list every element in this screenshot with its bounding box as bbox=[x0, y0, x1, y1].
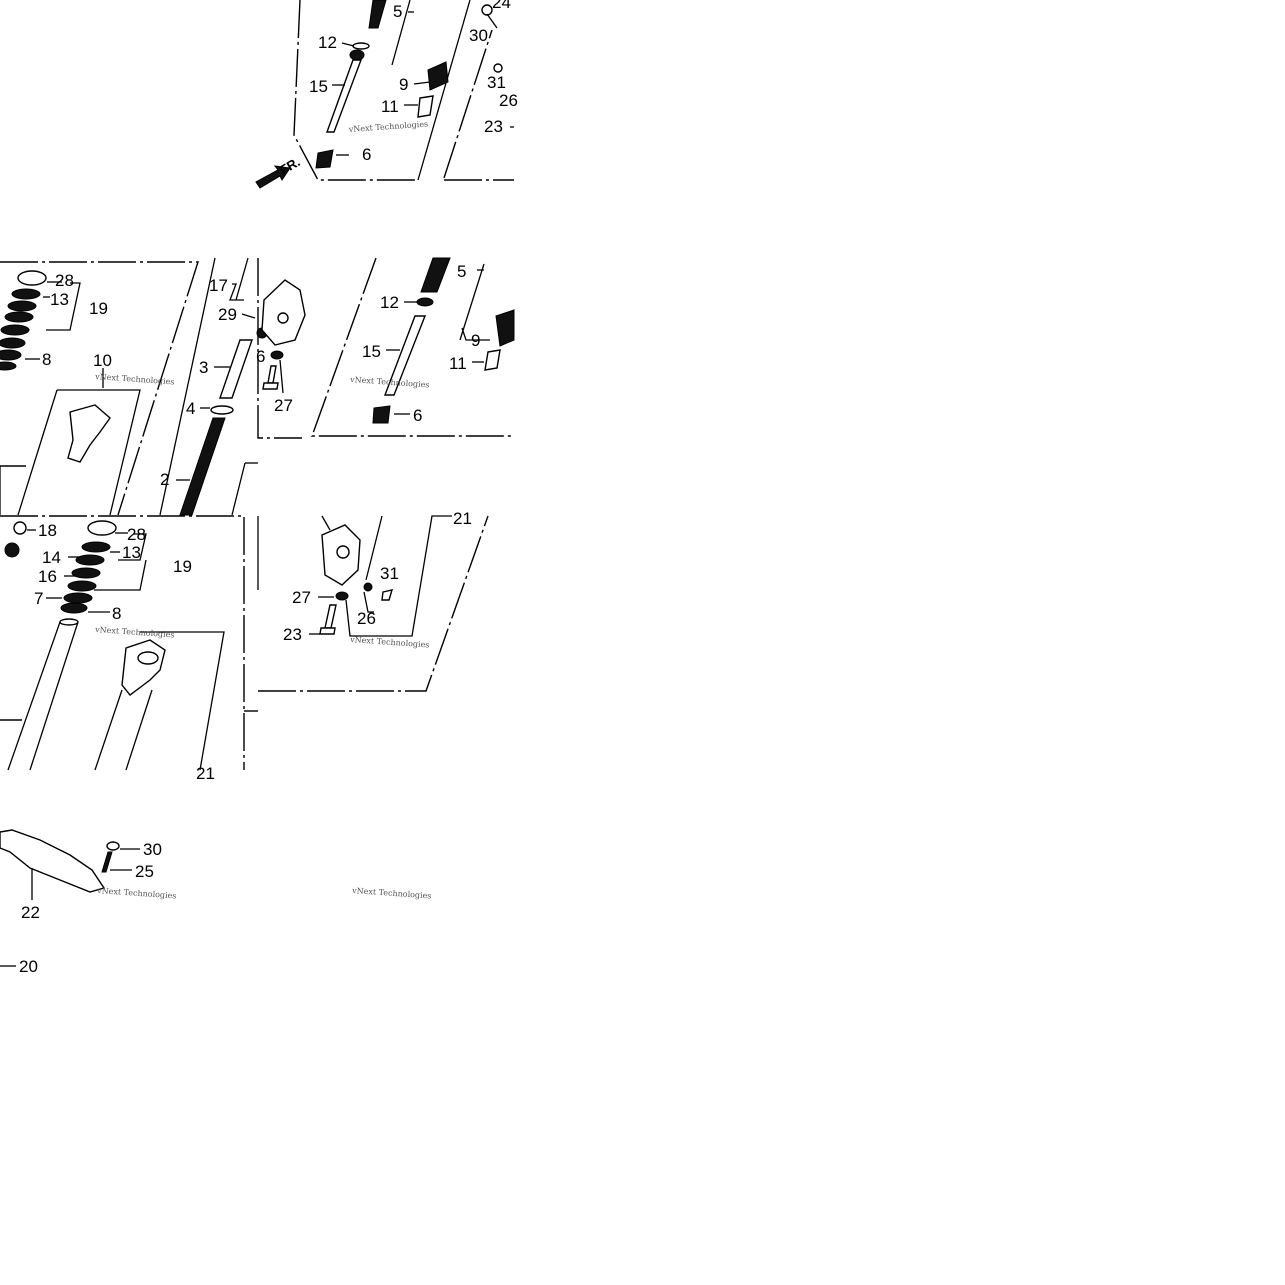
callout-5-middle: 5 bbox=[457, 262, 466, 281]
damper-piece-right bbox=[372, 405, 391, 424]
callout-6-middle: 6 bbox=[256, 347, 265, 366]
watermark: vNext Technologies bbox=[349, 635, 430, 650]
panel-bottom: 30 25 22 20 vNext Technologies vNext Tec… bbox=[0, 829, 432, 976]
callout-8: 8 bbox=[42, 350, 51, 369]
callout-23-lower: 23 bbox=[283, 625, 302, 644]
callout-18: 18 bbox=[38, 521, 57, 540]
seal-cluster bbox=[427, 61, 449, 91]
callout-23: 23 bbox=[484, 117, 503, 136]
front-direction-arrow: FR. bbox=[255, 154, 303, 189]
callout-30-bottom: 30 bbox=[143, 840, 162, 859]
panel-middle-right-border bbox=[311, 257, 514, 437]
callout-27-lower: 27 bbox=[292, 588, 311, 607]
spring-seat bbox=[352, 42, 370, 50]
callout-29: 29 bbox=[218, 305, 237, 324]
panel-middle: 28 13 19 8 10 17 29 3 6 27 4 2 5 12 15 9… bbox=[0, 257, 515, 516]
panel-lower-right-border bbox=[258, 515, 489, 692]
callout-11: 11 bbox=[381, 97, 399, 116]
callout-6-middle-right: 6 bbox=[413, 406, 422, 425]
panel-lower: 18 28 13 14 19 16 7 8 21 31 27 26 23 21 … bbox=[0, 509, 489, 783]
tube-bushing bbox=[210, 405, 234, 415]
callout-26: 26 bbox=[499, 91, 518, 110]
callout-15: 15 bbox=[309, 77, 328, 96]
fork-spring-right bbox=[420, 257, 451, 293]
bolt bbox=[267, 365, 277, 384]
callout-2: 2 bbox=[160, 470, 169, 489]
panel-top-border bbox=[293, 0, 418, 181]
callout-12-middle: 12 bbox=[380, 293, 399, 312]
seal-cluster-right bbox=[495, 309, 515, 347]
damper-piece bbox=[315, 149, 334, 169]
callout-19-lower: 19 bbox=[173, 557, 192, 576]
callout-30: 30 bbox=[469, 26, 488, 45]
callout-21-left: 21 bbox=[196, 764, 215, 783]
callout-12: 12 bbox=[318, 33, 337, 52]
dust-seal bbox=[17, 270, 47, 286]
callout-7: 7 bbox=[34, 589, 43, 608]
callout-28: 28 bbox=[55, 271, 74, 290]
damper-rod-right bbox=[383, 315, 427, 396]
callout-24: 24 bbox=[492, 0, 511, 12]
watermark: vNext Technologies bbox=[94, 625, 175, 640]
watermark: vNext Technologies bbox=[351, 886, 432, 901]
callout-9: 9 bbox=[399, 75, 408, 94]
callout-15-middle: 15 bbox=[362, 342, 381, 361]
callout-8-lower: 8 bbox=[112, 604, 121, 623]
callout-14: 14 bbox=[42, 548, 61, 567]
fork-tube bbox=[219, 339, 253, 399]
callout-17: 17 bbox=[209, 276, 228, 295]
callout-27: 27 bbox=[274, 396, 293, 415]
guard-bolt bbox=[101, 851, 113, 873]
callout-25: 25 bbox=[135, 862, 154, 881]
panel-lower-left-border bbox=[0, 515, 245, 770]
drain-bolt bbox=[324, 604, 337, 629]
inner-tube bbox=[179, 417, 226, 516]
watermark: vNext Technologies bbox=[348, 119, 429, 134]
panel-middle-left-border bbox=[0, 261, 199, 516]
callout-16: 16 bbox=[38, 567, 57, 586]
callout-19: 19 bbox=[89, 299, 108, 318]
callout-26-lower: 26 bbox=[357, 609, 376, 628]
callout-5: 5 bbox=[393, 2, 402, 21]
callout-21-right: 21 bbox=[453, 509, 472, 528]
damper-rod bbox=[326, 59, 363, 133]
oil-lock-piece bbox=[417, 95, 434, 118]
callout-31-lower: 31 bbox=[380, 564, 399, 583]
callout-3: 3 bbox=[199, 358, 208, 377]
callout-4: 4 bbox=[186, 399, 195, 418]
callout-6: 6 bbox=[362, 145, 371, 164]
dust-seal-lower bbox=[87, 520, 117, 536]
bolt-head bbox=[481, 4, 493, 16]
callout-20: 20 bbox=[19, 957, 38, 976]
fork-slider-bracket bbox=[67, 404, 111, 463]
watermark: vNext Technologies bbox=[96, 886, 177, 901]
callout-9-middle: 9 bbox=[471, 331, 480, 350]
callout-31: 31 bbox=[487, 73, 506, 92]
spring-seat-lower bbox=[349, 49, 365, 61]
fork-spring bbox=[368, 0, 387, 29]
panel-top: FR. 5 24 30 12 9 15 31 26 11 23 6 vNext … bbox=[255, 0, 518, 189]
washer bbox=[493, 63, 503, 73]
fork-guard bbox=[0, 829, 106, 893]
callout-22: 22 bbox=[21, 903, 40, 922]
callout-11-middle: 11 bbox=[449, 354, 467, 373]
callout-28-lower: 28 bbox=[127, 525, 146, 544]
callout-10: 10 bbox=[93, 351, 112, 370]
callout-13-lower: 13 bbox=[122, 543, 141, 562]
fork-slider-lower bbox=[121, 639, 166, 696]
callout-13: 13 bbox=[50, 290, 69, 309]
